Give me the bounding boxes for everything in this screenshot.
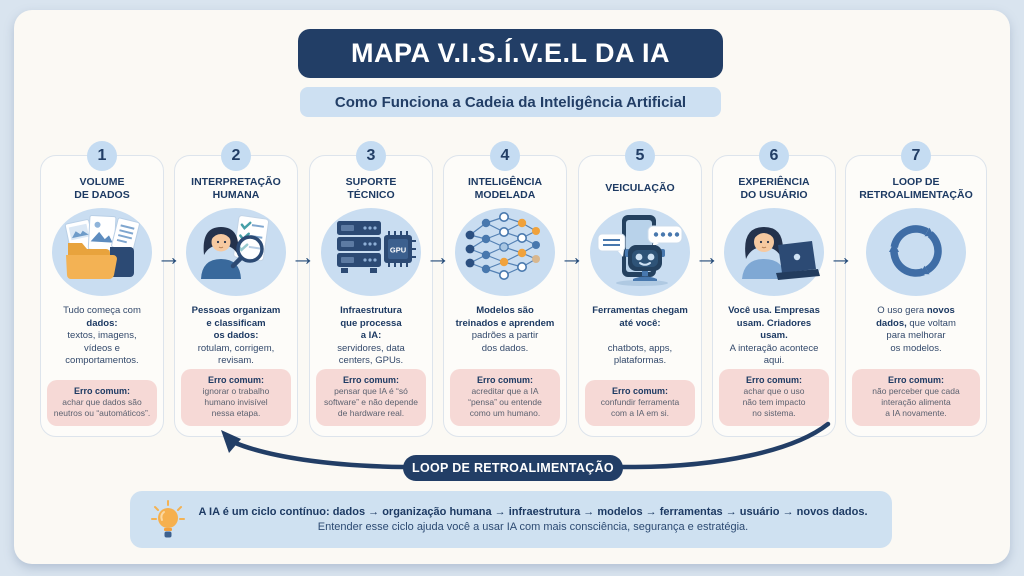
server-gpu-icon: GPU [321,208,421,296]
error-label: Erro comum: [611,385,668,396]
step-description: Tudo começa com dados: textos, imagens, … [63,305,141,367]
common-error-box: Erro comum: pensar que IA é “só software… [316,368,426,426]
page-subtitle: Como Funciona a Cadeia da Inteligência A… [300,87,721,117]
step-title: LOOP DE RETROALIMENTAÇÃO [859,175,973,201]
page-title: MAPA V.I.S.Í.V.E.L DA IA [298,29,723,78]
flow-arrow: → [828,243,854,271]
error-text: achar que dados são neutros ou “automáti… [53,396,151,418]
step-card-loop-de-retroalimentacao: 7 LOOP DE RETROALIMENTAÇÃO O uso gera no… [845,141,987,437]
error-text: ignorar o trabalho humano invisível ness… [202,385,270,418]
flow-arrow: → [425,243,451,271]
common-error-box: Erro comum: achar que o uso não tem impa… [719,368,829,426]
summary-line1: A IA é um ciclo contínuo: dados → organi… [198,506,868,518]
step-number-badge: 3 [356,141,386,171]
step-number-badge: 7 [901,141,931,171]
error-label: Erro comum: [207,374,264,385]
step-title: INTERPRETAÇÃO HUMANA [191,175,281,201]
step-title: SUPORTE TÉCNICO [345,175,397,201]
lightbulb-icon [148,499,188,541]
summary-box: A IA é um ciclo contínuo: dados → organi… [130,491,892,548]
step-number-badge: 6 [759,141,789,171]
svg-text:GPU: GPU [390,246,406,255]
error-label: Erro comum: [342,374,399,385]
step-description: Infraestrutura que processa a IA: servid… [337,305,405,367]
step-number-badge: 4 [490,141,520,171]
step-title: VOLUME DE DADOS [74,175,130,201]
flow-arrow: → [559,243,585,271]
common-error-box: Erro comum: acreditar que a IA “pensa” o… [450,368,560,426]
step-description: Pessoas organizam e classificam os dados… [191,305,281,367]
step-title: EXPERIÊNCIA DO USUÁRIO [738,175,810,201]
step-number-badge: 5 [625,141,655,171]
common-error-box: Erro comum: confundir ferramenta com a I… [585,379,695,426]
neural-network-icon [455,208,555,296]
feedback-loop-label: LOOP DE RETROALIMENTAÇÃO [403,455,623,481]
step-card-inteligencia-modelada: 4 INTELIGÊNCIA MODELADA [443,141,567,437]
common-error-box: Erro comum: achar que dados são neutros … [47,379,157,426]
step-card-experiencia-do-usuario: 6 EXPERIÊNCIA DO USUÁRIO Você usa. Empre… [712,141,836,437]
error-label: Erro comum: [887,374,944,385]
step-card-interpretacao-humana: 2 INTERPRETAÇÃO HUMANA [174,141,298,437]
error-text: achar que o uso não tem impacto no siste… [742,385,806,418]
step-card-suporte-tecnico: 3 SUPORTE TÉCNICO [309,141,433,437]
error-label: Erro comum: [73,385,130,396]
common-error-box: Erro comum: não perceber que cada intera… [852,368,980,426]
human-review-icon [186,208,286,296]
step-card-volume-de-dados: 1 VOLUME DE DADOS [40,141,164,437]
step-description: Modelos são treinados e aprendem padrões… [455,305,555,354]
step-card-veiculacao: 5 VEICULAÇÃO [578,141,702,437]
error-text: não perceber que cada interação alimenta… [872,385,960,418]
step-number-badge: 2 [221,141,251,171]
step-description: Você usa. Empresas usam. Criadores usam.… [728,305,820,367]
error-text: acreditar que a IA “pensa” ou entende co… [468,385,542,418]
error-label: Erro comum: [476,374,533,385]
common-error-box: Erro comum: ignorar o trabalho humano in… [181,368,291,426]
step-number-badge: 1 [87,141,117,171]
user-laptop-icon [724,208,824,296]
step-description: O uso gera novos dados, que voltam para … [876,305,956,354]
summary-line2: Entender esse ciclo ajuda você a usar IA… [317,521,749,533]
step-title: INTELIGÊNCIA MODELADA [467,175,543,201]
flow-arrow: → [156,243,182,271]
step-description: Ferramentas chegam até você: chatbots, a… [592,305,688,367]
folder-data-icon [52,208,152,296]
error-label: Erro comum: [745,374,802,385]
step-title: VEICULAÇÃO [605,182,675,195]
error-text: confundir ferramenta com a IA em si. [600,396,680,418]
error-text: pensar que IA é “só software” e não depe… [323,385,419,418]
flow-arrow: → [290,243,316,271]
flow-arrow: → [694,243,720,271]
chatbot-phone-icon [590,208,690,296]
feedback-loop-icon [866,208,966,296]
